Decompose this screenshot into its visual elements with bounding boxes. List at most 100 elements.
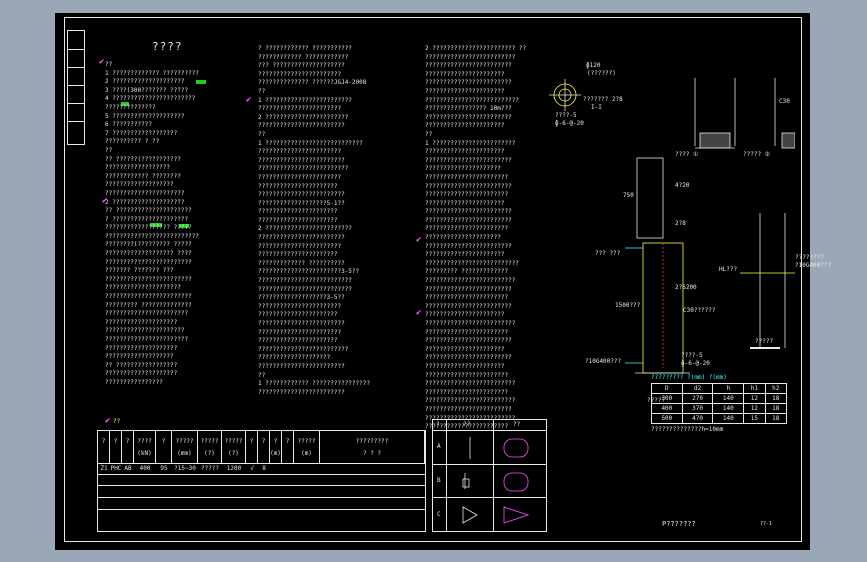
- bottom-table-cell: 95: [160, 465, 168, 472]
- bottom-table-cell: AB: [124, 465, 132, 472]
- note-line: 1 ???????????????????????: [425, 139, 516, 147]
- note-line: 1 ???????????????????????????: [258, 139, 363, 147]
- note-line: ???????????? ????????: [105, 172, 181, 180]
- bottom-table-cell: PHC: [110, 465, 122, 472]
- note-line: ??: [105, 61, 113, 68]
- right-label-hl: HL???: [719, 266, 738, 273]
- note-line: ????????????? ??????????: [258, 259, 345, 267]
- note-line: ????????(????????? ?????: [105, 241, 192, 249]
- note-line: ??????????????????: [105, 164, 171, 172]
- spec-table-cell: 140: [712, 393, 745, 404]
- note-line: ??????????????????????: [258, 337, 338, 345]
- detail-2-label: ????? ②: [743, 151, 771, 158]
- note-line: ??????????????????????????: [425, 259, 519, 267]
- bottom-table-header-cell: ?: [258, 431, 270, 463]
- spec-table-cell: 140: [712, 413, 745, 424]
- header-label: ?????: [224, 438, 243, 445]
- right-label-top: ????????: [795, 254, 824, 261]
- note-line: ????????????????????????: [258, 320, 345, 327]
- elev-dim-2: 2?8: [675, 220, 686, 227]
- note-line: ???????????????????????: [425, 328, 509, 336]
- spec-table-cell: 140: [712, 403, 745, 414]
- header-label: ?????: [200, 438, 219, 445]
- note-line: ???????????????????????: [105, 336, 189, 343]
- note-line: ??????????????????????: [425, 87, 505, 95]
- header-label: ?: [249, 438, 254, 445]
- note-line: ??????????????????????: [258, 208, 338, 216]
- binding-strip: [67, 30, 85, 145]
- note-line: ?????????????????????????: [258, 345, 349, 353]
- note-line: ?????????????????????: [425, 234, 501, 242]
- note-line: ?? ?????????????????????: [105, 207, 192, 215]
- bottom-table-header: ???????(kN)??????(mm)?????(?)?????(?)???…: [98, 431, 425, 464]
- note-line: 7 ??????????????????: [105, 129, 178, 137]
- note-line: ??? ????????????????????: [258, 62, 345, 70]
- elev-c30-label: C30??????: [683, 307, 716, 314]
- note-line: ??????????????????????: [425, 148, 505, 156]
- note-line: ? ?????????????????????: [105, 215, 189, 223]
- note-line: ?????????????????????: [105, 284, 181, 292]
- bottom-table-header-cell: ?: [122, 431, 134, 463]
- note-line: ???????????????????: [105, 181, 174, 189]
- notes-title: ????: [152, 40, 183, 53]
- header-label: ?: [261, 438, 266, 445]
- check-icon: ✔: [416, 308, 422, 318]
- header-unit: (kN): [137, 450, 152, 457]
- spiral-label-1: ????-5: [555, 112, 577, 119]
- note-line: 1 ????????????????????????: [258, 96, 352, 104]
- note-line: ??????????????????????: [105, 327, 185, 335]
- note-line: ? ???????????? ???????????: [258, 45, 352, 52]
- spec-table-cell: D: [651, 383, 683, 394]
- legend-symbols: [462, 437, 530, 524]
- note-line: ????????????????????: [105, 370, 178, 378]
- note-line: ????????????????????????: [425, 182, 512, 190]
- note-line: ???????????????????????: [258, 70, 342, 78]
- note-line: ????????????????????????: [258, 234, 345, 242]
- header-label: ?: [285, 438, 290, 445]
- spec-table-cell: 18: [764, 403, 788, 414]
- note-line: ????????????????????????: [425, 113, 512, 121]
- note-line: ???????????????????????: [425, 191, 509, 199]
- spec-table-cell: 400: [651, 403, 683, 414]
- spec-table-cell: 15: [743, 413, 766, 424]
- header-unit: (m): [270, 450, 281, 457]
- header-label: ?????????: [355, 438, 389, 445]
- note-line: ????????????????????????: [258, 122, 345, 130]
- note-line: ????????????????????????: [258, 191, 345, 199]
- elev-dim-top: 4?20: [675, 182, 690, 189]
- note-line: ????????????????????????: [425, 242, 512, 250]
- note-line: ????????????????????????: [105, 275, 192, 283]
- note-line: ????????????????????????: [105, 293, 192, 301]
- note-line: ??????????????????????????: [258, 285, 352, 293]
- spec-table-cell: 12: [743, 393, 766, 404]
- detail-callout: C30: [779, 98, 790, 105]
- spec-table-cell: h1: [743, 383, 766, 394]
- note-line: ???????????????????????: [425, 423, 509, 431]
- note-line: ??????????????????????????: [105, 232, 199, 240]
- spec-table-cell: 18: [764, 393, 788, 404]
- spiral-label-2: ɸ-6-@-20: [555, 120, 584, 127]
- header-label: ?: [125, 438, 130, 445]
- note-line: ????????????????????: [105, 318, 178, 326]
- pile-detail-drawings: [549, 78, 795, 374]
- note-line: ????????????????????????: [258, 156, 345, 164]
- bottom-table-cell: ?15~30: [174, 465, 196, 472]
- sheet-number: ??-1: [760, 521, 773, 527]
- spec-table-cell: 470: [681, 413, 714, 424]
- note-line: ??????????????????????: [425, 345, 505, 353]
- legend-code-a: A: [437, 443, 441, 450]
- legend-header-name: ??: [513, 421, 521, 428]
- header-label: ?????: [297, 438, 316, 445]
- note-line: ??????????????????????: [425, 199, 505, 207]
- header-label: ?????: [175, 438, 194, 445]
- elev-dim-200: 2?6200: [675, 284, 697, 291]
- spec-table-cell: h2: [764, 383, 788, 394]
- note-line: ???????????????????????: [425, 388, 509, 396]
- legend-code-b: B: [437, 477, 441, 484]
